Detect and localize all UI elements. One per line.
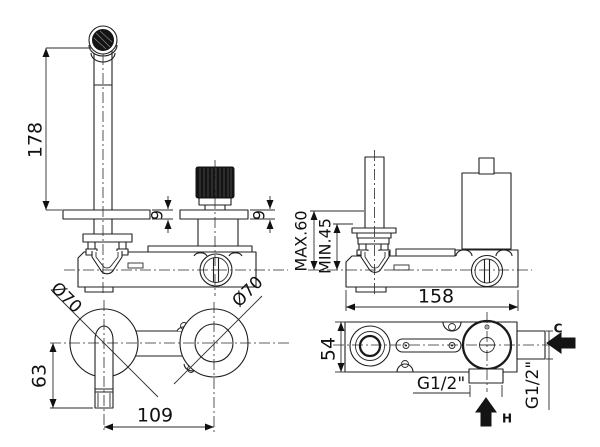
dimension-g12-hot: G1/2" bbox=[413, 374, 503, 397]
dim-label-max60: MAX.60 bbox=[292, 210, 311, 271]
dimension-9-spout-flange: 9 bbox=[148, 196, 173, 233]
spout-wall-connector bbox=[91, 251, 123, 275]
dimension-178: 178 bbox=[25, 47, 92, 211]
body-foot bbox=[84, 286, 114, 293]
mounting-lug-top bbox=[442, 321, 462, 332]
mounting-lug-bottom bbox=[396, 360, 414, 373]
cartridge-protection-cap bbox=[461, 157, 512, 250]
dimension-109: 109 bbox=[104, 405, 214, 431]
dim-label-54: 54 bbox=[318, 337, 340, 361]
spout-wall-connector bbox=[360, 251, 390, 273]
adjustment-slot bbox=[395, 338, 462, 353]
dim-label-178: 178 bbox=[25, 122, 47, 158]
dimension-max60: MAX.60 bbox=[292, 210, 364, 272]
dim-label-min45: MIN.45 bbox=[316, 218, 335, 274]
trim-side-view: 178 9 9 bbox=[25, 25, 288, 296]
dim-label-g12-cold: G1/2" bbox=[523, 361, 543, 409]
body-slot-detail bbox=[127, 262, 144, 269]
handle-valve-housing bbox=[197, 218, 239, 247]
trim-front-view: Ø70 Ø70 63 109 bbox=[29, 273, 290, 433]
dim-label-109: 109 bbox=[137, 405, 173, 427]
handle-escutcheon-flange bbox=[179, 209, 249, 220]
dimension-9-handle-flange: 9 bbox=[250, 196, 275, 233]
cold-label: C bbox=[554, 322, 563, 336]
spout-assembly bbox=[62, 25, 151, 275]
dim-label-9-left: 9 bbox=[148, 210, 167, 220]
aerator-icon bbox=[92, 29, 114, 51]
dimension-54: 54 bbox=[318, 321, 348, 373]
dimension-63: 63 bbox=[29, 343, 93, 409]
spout-stub-pipe bbox=[351, 156, 397, 273]
hot-inlet-arrow-icon: H bbox=[475, 397, 512, 427]
dim-label-g12-hot: G1/2" bbox=[417, 374, 465, 394]
rough-in-side-view: MAX.60 MIN.45 158 bbox=[292, 150, 532, 311]
dimension-158: 158 bbox=[345, 286, 519, 311]
handle-assembly bbox=[179, 166, 249, 257]
rough-in-front-view: 54 G1/2" G1/2" C H bbox=[318, 312, 576, 427]
spout-outlet-port bbox=[349, 325, 391, 367]
cold-inlet-arrow-icon: C bbox=[546, 322, 576, 354]
dimension-min45: MIN.45 bbox=[316, 218, 353, 274]
body-foot bbox=[355, 286, 387, 293]
dim-label-63: 63 bbox=[29, 364, 51, 388]
body-slot-detail bbox=[393, 264, 410, 271]
hot-inlet-port bbox=[468, 368, 504, 384]
spout-escutcheon-flange bbox=[62, 209, 151, 220]
dim-label-158: 158 bbox=[418, 286, 454, 308]
dim-label-9-right: 9 bbox=[250, 210, 269, 220]
valve-port-circle bbox=[470, 254, 504, 288]
hot-label: H bbox=[502, 412, 512, 426]
